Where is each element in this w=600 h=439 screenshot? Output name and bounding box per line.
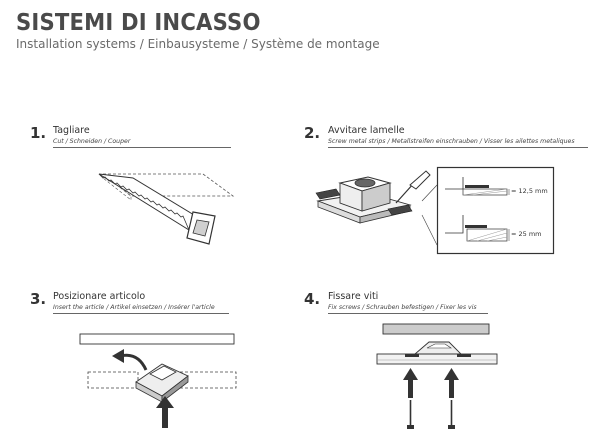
step-2-number: 2. [304, 124, 321, 142]
step-1-title: Tagliare [53, 125, 90, 136]
step-1-number: 1. [30, 124, 47, 142]
step-1-subtitle: Cut / Schneiden / Couper [53, 138, 131, 145]
step-1-underline [53, 147, 231, 148]
fix-screws-illustration [376, 323, 498, 429]
step-3-number: 3. [30, 290, 47, 308]
step-3-subtitle: Insert the article / Artikel einsetzen /… [53, 304, 215, 311]
dimension-large: = 25 mm [511, 230, 542, 238]
saw-cutting-illustration [98, 173, 235, 245]
step-4-underline [328, 313, 488, 314]
step-3-title: Posizionare articolo [53, 291, 146, 302]
page-subtitle: Installation systems / Einbausysteme / S… [16, 37, 380, 51]
page-title: SISTEMI DI INCASSO [16, 10, 261, 36]
dimension-small: = 12,5 mm [511, 187, 548, 195]
insert-article-illustration [79, 333, 237, 428]
step-3-underline [53, 313, 229, 314]
step-2-underline [328, 147, 588, 148]
step-4-title: Fissare viti [328, 291, 379, 302]
mounting-detail-box [436, 166, 555, 255]
step-4-number: 4. [304, 290, 321, 308]
step-2-title: Avvitare lamelle [328, 125, 405, 136]
step-4-subtitle: Fix screws / Schrauben befestigen / Fixe… [328, 304, 477, 311]
screw-metal-strips-illustration [315, 170, 438, 246]
step-2-subtitle: Screw metal strips / Metallstreifen eins… [328, 138, 575, 145]
